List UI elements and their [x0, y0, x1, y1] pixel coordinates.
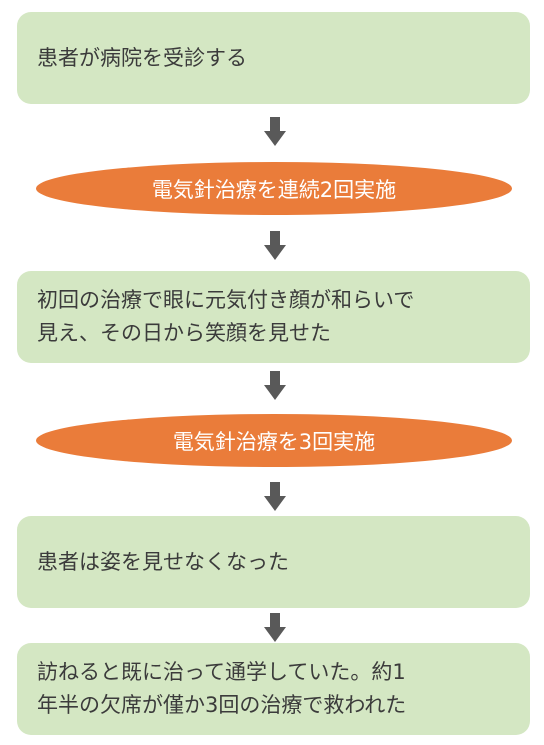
step-box-first-result: 初回の治療で眼に元気付き顔が和らいで 見え、その日から笑顔を見せた	[17, 271, 530, 363]
action-oval-three-sessions: 電気針治療を3回実施	[36, 414, 512, 467]
arrow-down-icon	[264, 117, 286, 146]
step-text-line: 訪ねると既に治って通学していた。約1	[37, 660, 406, 684]
step-text-line: 初回の治療で眼に元気付き顔が和らいで	[37, 288, 415, 312]
arrow-down-icon	[264, 231, 286, 260]
step-text-visit: 患者が病院を受診する	[37, 45, 247, 70]
step-text-line: 見え、その日から笑顔を見せた	[37, 321, 331, 345]
arrow-down-icon	[264, 613, 286, 642]
arrow-down-icon	[264, 371, 286, 400]
arrow-down-icon	[264, 482, 286, 511]
action-text-two-sessions: 電気針治療を連続2回実施	[151, 177, 397, 202]
step-text-first-result: 初回の治療で眼に元気付き顔が和らいで 見え、その日から笑顔を見せた	[37, 284, 414, 350]
step-box-outcome: 訪ねると既に治って通学していた。約1 年半の欠席が僅か3回の治療で救われた	[17, 643, 530, 735]
action-text-three-sessions: 電気針治療を3回実施	[172, 429, 376, 454]
step-text-stopped-coming: 患者は姿を見せなくなった	[37, 549, 289, 574]
action-oval-two-sessions: 電気針治療を連続2回実施	[36, 162, 512, 215]
step-text-line: 年半の欠席が僅か3回の治療で救われた	[37, 693, 407, 717]
step-box-visit: 患者が病院を受診する	[17, 12, 530, 104]
step-box-stopped-coming: 患者は姿を見せなくなった	[17, 516, 530, 608]
step-text-outcome: 訪ねると既に治って通学していた。約1 年半の欠席が僅か3回の治療で救われた	[37, 656, 406, 722]
